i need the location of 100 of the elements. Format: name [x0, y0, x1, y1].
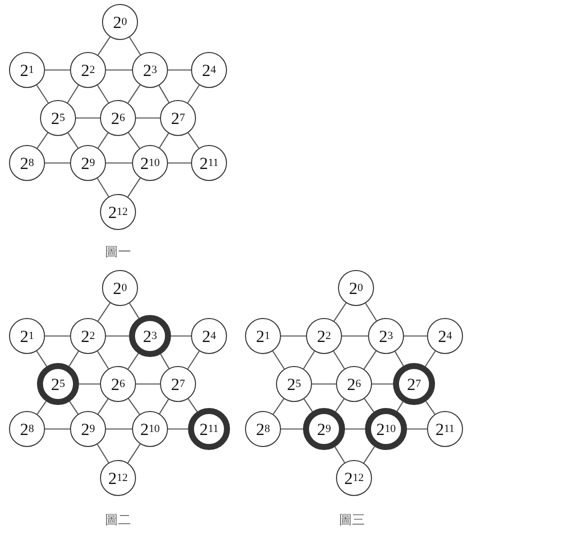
number-circle: 2$^{6}$	[100, 366, 136, 402]
connector-line	[334, 446, 346, 463]
connector-line	[335, 398, 344, 412]
connector-line	[129, 302, 140, 318]
highlighted-number-circle: 2$^{5}$	[37, 363, 79, 405]
connector-line	[159, 133, 169, 148]
connector-line	[303, 350, 315, 370]
number-circle: 2$^{12}$	[336, 460, 372, 496]
number-circle: 2$^{2}$	[306, 318, 342, 354]
number-circle: 2$^{5}$	[276, 366, 312, 402]
connector-line	[97, 350, 109, 370]
connector-line	[424, 350, 436, 367]
connector-line	[342, 335, 368, 337]
number-circle: 2$^{0}$	[338, 270, 374, 306]
figure-caption: 圖一	[105, 243, 131, 261]
connector-line	[128, 84, 140, 104]
highlighted-number-circle: 2$^{11}$	[188, 408, 230, 450]
number-circle: 2$^{12}$	[100, 194, 136, 230]
connector-line	[128, 398, 140, 415]
number-circle: 2$^{2}$	[70, 52, 106, 88]
connector-line	[129, 36, 141, 56]
number-circle: 2$^{6}$	[100, 100, 136, 136]
connector-line	[106, 335, 129, 337]
number-circle: 2$^{8}$	[245, 411, 281, 447]
connector-line	[168, 428, 188, 430]
connector-line	[333, 350, 345, 370]
number-circle: 2$^{1}$	[9, 52, 45, 88]
connector-line	[168, 162, 191, 164]
connector-line	[272, 350, 285, 370]
figure-caption: 圖二	[105, 511, 131, 529]
connector-line	[136, 117, 160, 119]
connector-line	[304, 398, 313, 412]
connector-line	[106, 69, 132, 71]
number-circle: 2$^{1}$	[9, 318, 45, 354]
number-circle: 2$^{11}$	[427, 411, 463, 447]
connector-line	[281, 335, 306, 337]
number-circle: 2$^{9}$	[70, 411, 106, 447]
connector-line	[363, 446, 375, 464]
connector-line	[364, 350, 376, 370]
connector-line	[98, 36, 110, 56]
connector-line	[396, 402, 404, 412]
connector-line	[76, 117, 100, 119]
connector-line	[128, 353, 139, 370]
connector-line	[128, 132, 140, 149]
number-circle: 2$^{3}$	[368, 318, 404, 354]
connector-line	[281, 428, 303, 430]
number-circle: 2$^{8}$	[9, 145, 45, 181]
connector-line	[106, 162, 132, 164]
connector-line	[96, 444, 110, 463]
connector-line	[98, 302, 110, 322]
number-circle: 2$^{0}$	[102, 4, 138, 40]
connector-line	[79, 383, 100, 385]
connector-line	[96, 178, 110, 197]
number-circle: 2$^{9}$	[70, 145, 106, 181]
connector-line	[68, 350, 79, 366]
connector-line	[272, 398, 284, 414]
connector-line	[136, 383, 160, 385]
connector-line	[404, 335, 427, 337]
number-circle: 2$^{11}$	[191, 145, 227, 181]
number-circle: 2$^{1}$	[245, 318, 281, 354]
connector-line	[372, 383, 393, 385]
connector-line	[36, 400, 47, 414]
connector-line	[106, 428, 132, 430]
connector-line	[425, 400, 436, 414]
highlighted-number-circle: 2$^{9}$	[303, 408, 345, 450]
connector-line	[69, 401, 78, 414]
number-circle: 2$^{4}$	[191, 318, 227, 354]
connector-line	[188, 132, 200, 148]
number-circle: 2$^{10}$	[132, 145, 168, 181]
connector-line	[394, 351, 404, 366]
number-circle: 2$^{8}$	[9, 411, 45, 447]
number-circle: 2$^{3}$	[132, 52, 168, 88]
highlighted-number-circle: 2$^{3}$	[129, 315, 171, 357]
connector-line	[187, 350, 200, 370]
connector-line	[187, 84, 200, 104]
connector-line	[67, 84, 79, 104]
connector-line	[312, 383, 336, 385]
number-circle: 2$^{5}$	[40, 100, 76, 136]
connector-line	[127, 444, 141, 464]
connector-line	[334, 302, 346, 322]
connector-line	[407, 428, 427, 430]
number-circle: 2$^{12}$	[100, 460, 136, 496]
number-circle: 2$^{7}$	[160, 100, 196, 136]
connector-line	[159, 399, 169, 414]
connector-line	[160, 354, 170, 369]
connector-line	[68, 132, 78, 148]
connector-line	[36, 132, 48, 148]
connector-line	[45, 69, 70, 71]
connector-line	[345, 428, 365, 430]
connector-line	[364, 398, 374, 412]
figure-caption: 圖三	[339, 511, 365, 529]
connector-line	[45, 162, 70, 164]
connector-line	[98, 398, 108, 414]
connector-line	[98, 132, 108, 148]
connector-line	[45, 428, 70, 430]
connector-line	[171, 335, 191, 337]
number-circle: 2$^{6}$	[336, 366, 372, 402]
connector-line	[127, 178, 141, 198]
number-circle: 2$^{7}$	[160, 366, 196, 402]
connector-line	[188, 398, 198, 412]
